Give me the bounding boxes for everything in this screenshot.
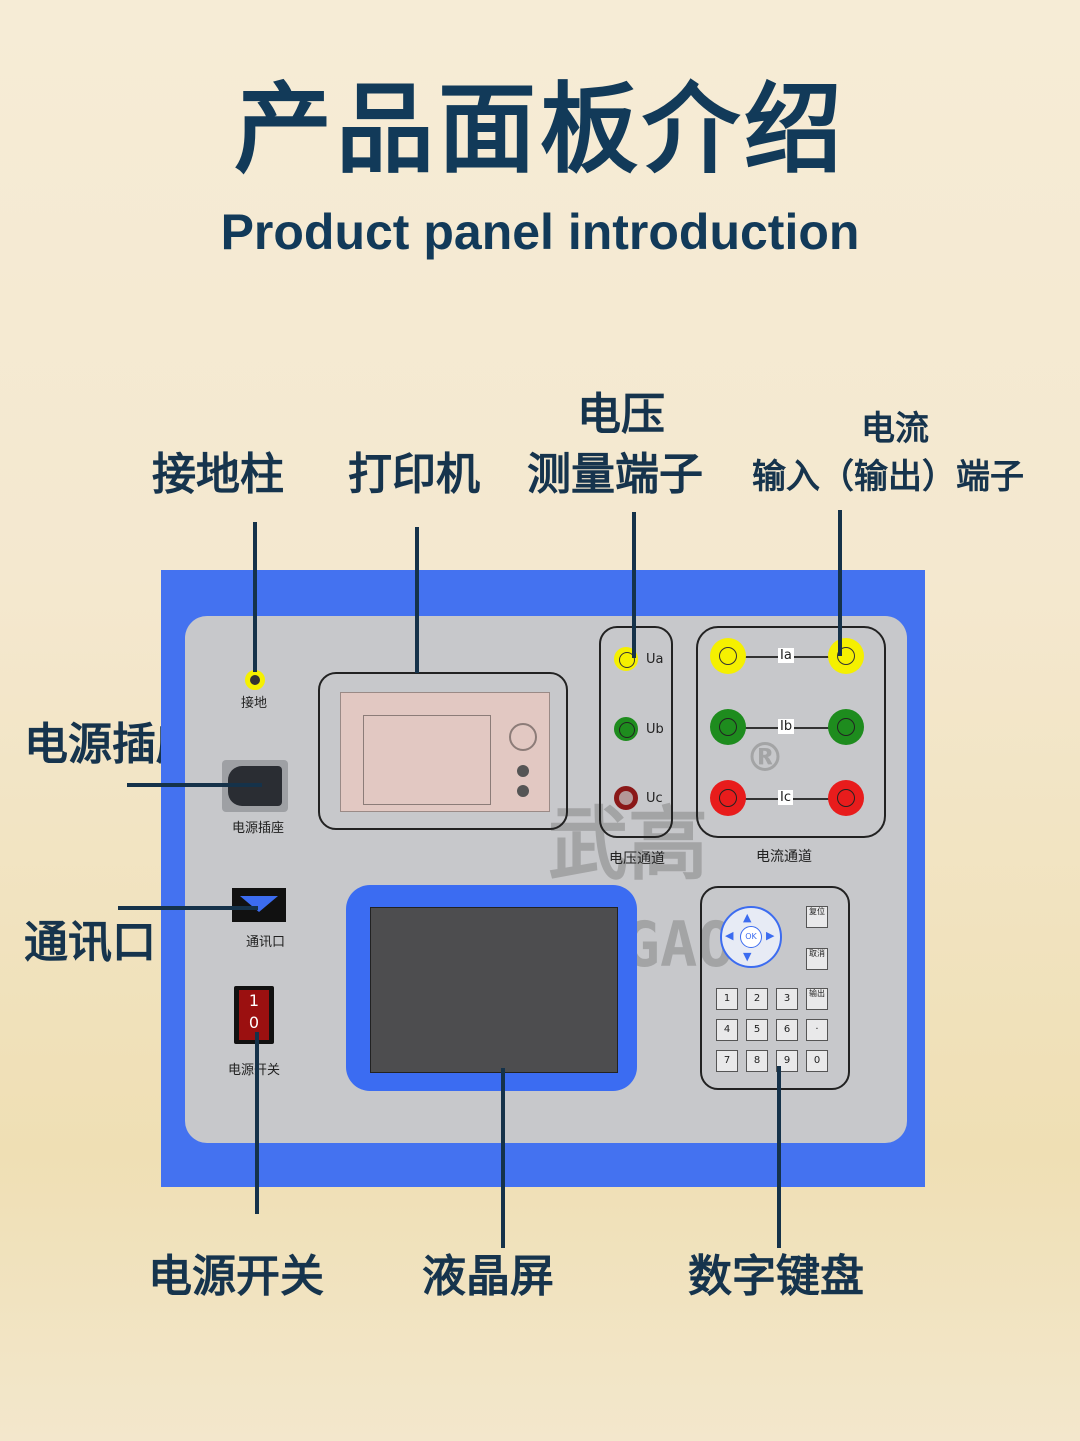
- reset-key[interactable]: 复位: [806, 906, 828, 928]
- arrow-right-icon[interactable]: ▶: [766, 929, 775, 942]
- printer-feed-knob[interactable]: [509, 723, 537, 751]
- jack-ub[interactable]: [614, 717, 638, 741]
- callout-keypad: 数字键盘: [688, 1251, 864, 1302]
- key-dot[interactable]: ·: [806, 1019, 828, 1041]
- lcd-bezel: [346, 885, 637, 1091]
- key-2[interactable]: 2: [746, 988, 768, 1010]
- jack-ub-label: Ub: [646, 722, 664, 737]
- leader-power-switch: [255, 1032, 259, 1214]
- comm-port-icon[interactable]: [232, 888, 286, 922]
- printer: [318, 672, 568, 830]
- jack-ua-label: Ua: [646, 652, 664, 667]
- output-key[interactable]: 输出: [806, 988, 828, 1010]
- watermark-cn: 武高: [548, 798, 708, 891]
- callout-lcd: 液晶屏: [422, 1251, 554, 1302]
- callout-ground-post: 接地柱: [152, 449, 284, 500]
- leader-power-socket: [127, 783, 262, 787]
- arrow-down-icon[interactable]: ▼: [743, 950, 752, 963]
- jack-ia-left[interactable]: [710, 638, 746, 674]
- jack-ia-right[interactable]: [828, 638, 864, 674]
- lcd-screen[interactable]: [370, 907, 618, 1073]
- direction-pad[interactable]: ▲ ▼ ◀ ▶ OK: [720, 906, 782, 968]
- callout-current-line2: 输入（输出）端子: [752, 457, 1024, 497]
- jack-uc-label: Uc: [646, 791, 663, 806]
- current-channel-box: [696, 626, 886, 838]
- jack-ib-left[interactable]: [710, 709, 746, 745]
- leader-keypad: [777, 1066, 781, 1248]
- page-title: 产品面板介绍: [233, 73, 846, 187]
- key-9[interactable]: 9: [776, 1050, 798, 1072]
- leader-printer: [415, 527, 419, 673]
- callout-printer: 打印机: [348, 449, 480, 500]
- key-0[interactable]: 0: [806, 1050, 828, 1072]
- jack-ib-right[interactable]: [828, 709, 864, 745]
- power-switch[interactable]: 1 0: [234, 986, 274, 1044]
- jack-ic-label: Ic: [778, 790, 793, 805]
- arrow-up-icon[interactable]: ▲: [743, 911, 752, 924]
- key-1[interactable]: 1: [716, 988, 738, 1010]
- key-7[interactable]: 7: [716, 1050, 738, 1072]
- page-subtitle: Product panel introduction: [220, 204, 860, 260]
- leader-ground-post: [253, 522, 257, 672]
- ground-post-icon[interactable]: [245, 670, 265, 690]
- switch-on-mark: 1: [248, 991, 260, 1010]
- callout-voltage-line2: 测量端子: [527, 449, 703, 500]
- voltage-channel-label: 电压通道: [609, 851, 665, 867]
- jack-ia-label: Ia: [778, 648, 794, 663]
- ok-button[interactable]: OK: [740, 926, 762, 948]
- callout-power-switch: 电源开关: [148, 1251, 324, 1302]
- printer-paper-door: [363, 715, 491, 805]
- key-6[interactable]: 6: [776, 1019, 798, 1041]
- keypad: ▲ ▼ ◀ ▶ OK 复位 取消 输出 1 2 3 4 5 6 · 7 8 9 …: [700, 886, 850, 1090]
- comm-label: 通讯口: [246, 935, 286, 950]
- socket-label: 电源插座: [232, 821, 285, 836]
- callout-current-line1: 电流: [861, 409, 929, 449]
- key-5[interactable]: 5: [746, 1019, 768, 1041]
- ground-label: 接地: [241, 696, 268, 711]
- registered-mark: ®: [745, 735, 785, 781]
- callout-comm-port: 通讯口: [24, 917, 156, 968]
- printer-button-2[interactable]: [517, 785, 529, 797]
- jack-ic-left[interactable]: [710, 780, 746, 816]
- printer-button-1[interactable]: [517, 765, 529, 777]
- callout-voltage-line1: 电压: [577, 389, 665, 440]
- jack-ua[interactable]: [614, 647, 638, 671]
- jack-ic-right[interactable]: [828, 780, 864, 816]
- printer-body: [340, 692, 550, 812]
- leader-current: [838, 510, 842, 656]
- switch-off-mark: 0: [248, 1013, 260, 1032]
- current-channel-label: 电流通道: [756, 849, 812, 865]
- key-4[interactable]: 4: [716, 1019, 738, 1041]
- leader-lcd: [501, 1068, 505, 1248]
- leader-voltage: [632, 512, 636, 658]
- voltage-channel-box: [599, 626, 673, 838]
- arrow-left-icon[interactable]: ◀: [725, 929, 734, 942]
- cancel-key[interactable]: 取消: [806, 948, 828, 970]
- key-8[interactable]: 8: [746, 1050, 768, 1072]
- jack-uc[interactable]: [614, 786, 638, 810]
- leader-comm-port: [118, 906, 258, 910]
- key-3[interactable]: 3: [776, 988, 798, 1010]
- jack-ib-label: Ib: [778, 719, 795, 734]
- switch-label: 电源开关: [228, 1063, 281, 1078]
